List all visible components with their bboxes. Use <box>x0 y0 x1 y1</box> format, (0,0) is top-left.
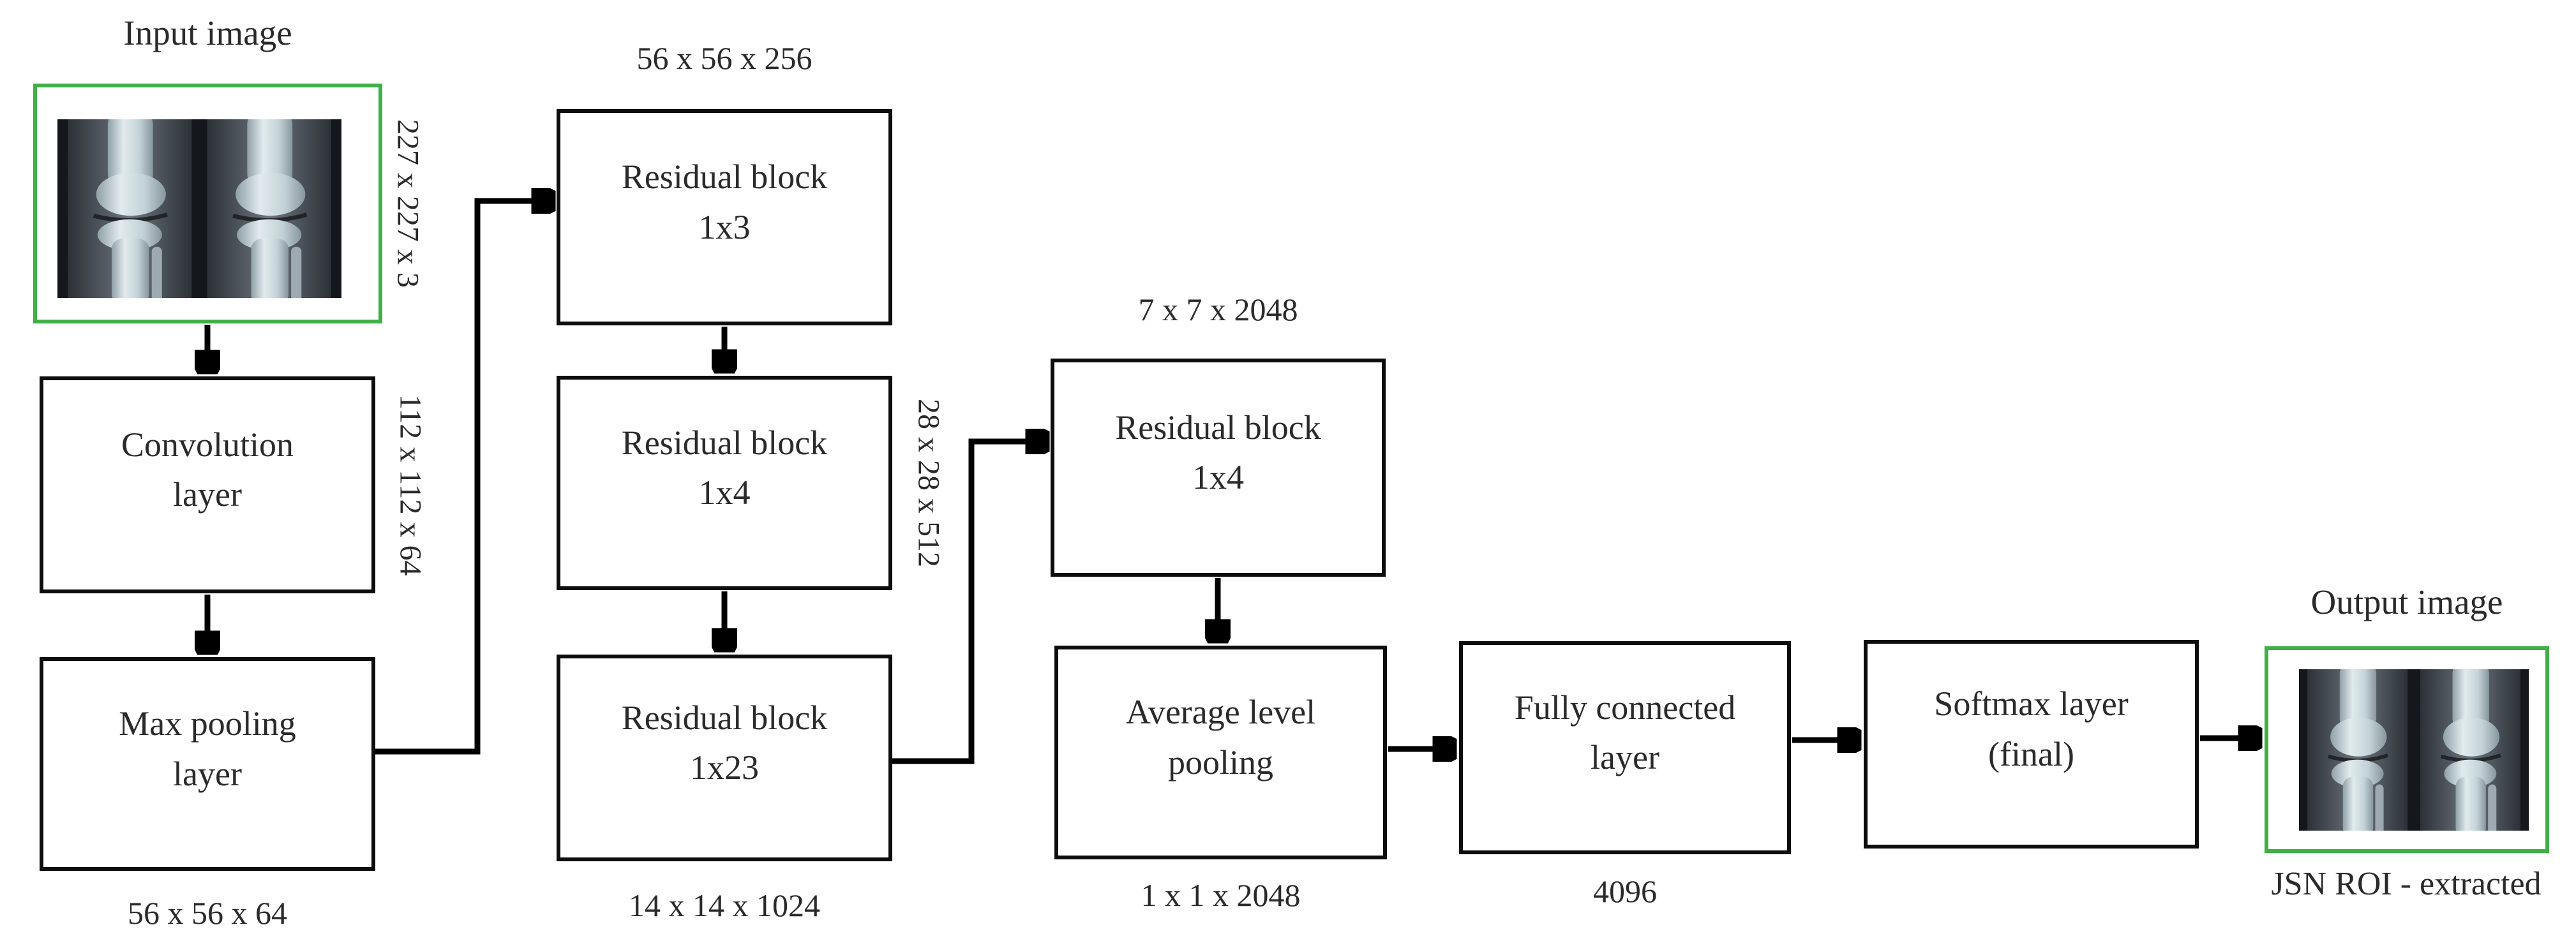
convolution-layer-label: Convolution layer <box>121 425 294 514</box>
fully-connected-layer-label: Fully connected layer <box>1514 688 1736 776</box>
res3-output-dims-label: 14 x 14 x 1024 <box>629 887 820 923</box>
residual-block-1x4-box: Residual block 1x4 <box>557 376 892 590</box>
convolution-layer-box: Convolution layer <box>40 376 375 593</box>
arrow-maxpool-to-res1x3 <box>375 201 534 755</box>
input-image-title: Input image <box>123 13 292 52</box>
residual-block-1x3-label: Residual block 1x3 <box>621 158 828 246</box>
fc-output-dims-label: 4096 <box>1593 873 1657 909</box>
residual-block-1x4-final-box: Residual block 1x4 <box>1051 359 1386 577</box>
residual-block-1x4-label: Residual block 1x4 <box>621 423 828 512</box>
residual-block-1x23-label: Residual block 1x23 <box>621 698 828 787</box>
avgpool-output-dims-label: 1 x 1 x 2048 <box>1141 877 1301 913</box>
output-image-caption: JSN ROI - extracted <box>2271 866 2542 902</box>
average-level-pooling-box: Average level pooling <box>1054 646 1387 859</box>
arrow-res1x23-to-res1x4-final <box>892 441 1028 764</box>
softmax-layer-label: Softmax layer (final) <box>1934 685 2129 773</box>
softmax-layer-box: Softmax layer (final) <box>1864 640 2199 849</box>
residual-block-1x3-box: Residual block 1x3 <box>557 109 892 325</box>
conv-output-dims-label: 112 x 112 x 64 <box>393 394 428 576</box>
residual-block-1x4-final-label: Residual block 1x4 <box>1115 408 1321 496</box>
input-image-frame <box>33 84 382 323</box>
res4-input-dims-label: 7 x 7 x 2048 <box>1138 292 1298 327</box>
res1-input-dims-label: 56 x 56 x 256 <box>636 40 812 76</box>
average-level-pooling-label: Average level pooling <box>1125 693 1316 782</box>
output-image-frame <box>2265 646 2549 853</box>
fully-connected-layer-box: Fully connected layer <box>1459 641 1791 854</box>
res2-output-dims-label: 28 x 28 x 512 <box>911 399 946 567</box>
output-image-title: Output image <box>2310 582 2503 621</box>
max-pooling-layer-box: Max pooling layer <box>40 657 375 871</box>
max-pooling-layer-label: Max pooling layer <box>119 704 296 793</box>
input-dims-label: 227 x 227 x 3 <box>391 119 425 288</box>
residual-block-1x23-box: Residual block 1x23 <box>557 655 892 861</box>
maxpool-output-dims-label: 56 x 56 x 64 <box>128 895 287 931</box>
